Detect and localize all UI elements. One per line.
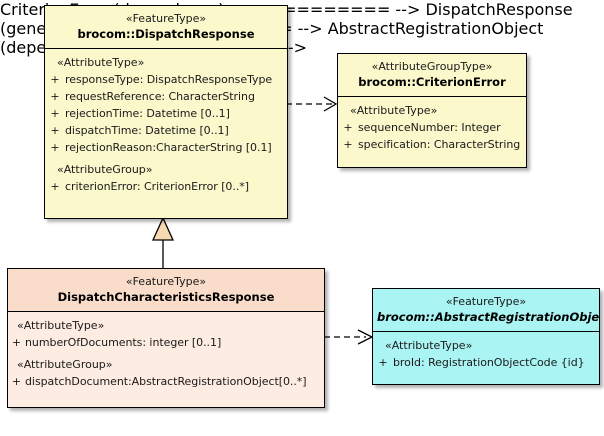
class-header-criterion-error: «AttributeGroupType» brocom::CriterionEr… [338,54,526,97]
class-title: DispatchCharacteristicsResponse [57,290,275,304]
class-header-dispatch-response: «FeatureType» brocom::DispatchResponse [45,6,287,49]
attribute-text: requestReference: CharacterString [65,90,255,103]
class-stereotype: «FeatureType» [125,275,207,288]
compartment-group-label: «AttributeType» [385,339,473,352]
class-title: brocom::AbstractRegistrationObject [377,310,600,324]
class-stereotype: «AttributeGroupType» [371,60,493,73]
attribute-visibility: + [50,124,60,137]
attribute-visibility: + [378,356,388,369]
attribute-visibility: + [343,121,353,134]
class-header-dispatch-characteristics-response: «FeatureType» DispatchCharacteristicsRes… [8,269,324,312]
attribute-visibility: + [50,141,60,154]
class-body-criterion-error: «AttributeType» + sequenceNumber: Intege… [338,97,526,159]
attribute-row: + criterionError: CriterionError [0..*] [45,178,287,195]
class-stereotype: «FeatureType» [125,12,207,25]
attribute-row: + rejectionReason:CharacterString [0.1] [45,139,287,156]
compartment-group-label: «AttributeGroup» [17,358,113,371]
class-body-abstract-registration-object: «AttributeType» + broId: RegistrationObj… [373,332,599,377]
attribute-row: + responseType: DispatchResponseType [45,71,287,88]
generalization-dispatchcharacteristics-to-dispatchresponse [148,216,178,270]
attribute-row: + specification: CharacterString [338,136,526,153]
attribute-text: numberOfDocuments: integer [0..1] [25,336,222,349]
attribute-visibility: + [11,336,22,349]
attribute-text: responseType: DispatchResponseType [65,73,273,86]
attribute-visibility: + [50,180,60,193]
attribute-visibility: + [50,73,60,86]
class-stereotype: «FeatureType» [445,295,527,308]
attribute-text: dispatchDocument:AbstractRegistrationObj… [25,375,307,388]
class-title: brocom::CriterionError [358,75,506,89]
class-box-dispatch-response[interactable]: «FeatureType» brocom::DispatchResponse «… [44,5,288,219]
attribute-row: + numberOfDocuments: integer [0..1] [8,334,324,351]
attribute-text: broId: RegistrationObjectCode {id} [393,356,585,369]
attribute-visibility: + [343,138,353,151]
attribute-text: rejectionReason:CharacterString [0.1] [65,141,272,154]
attribute-text: rejectionTime: Datetime [0..1] [65,107,230,120]
attribute-text: dispatchTime: Datetime [0..1] [65,124,229,137]
compartment-group-label: «AttributeType» [350,104,438,117]
attribute-text: specification: CharacterString [358,138,521,151]
class-header-abstract-registration-object: «FeatureType» brocom::AbstractRegistrati… [373,289,599,332]
class-body-dispatch-characteristics-response: «AttributeType» + numberOfDocuments: int… [8,312,324,396]
attribute-row: + rejectionTime: Datetime [0..1] [45,105,287,122]
class-box-abstract-registration-object[interactable]: «FeatureType» brocom::AbstractRegistrati… [372,288,600,385]
attribute-row: + dispatchTime: Datetime [0..1] [45,122,287,139]
compartment-group-label: «AttributeType» [17,319,105,332]
dependency-dispatchresponse-to-criterionerror [286,96,342,112]
attribute-visibility: + [50,107,60,120]
attribute-row: + broId: RegistrationObjectCode {id} [373,354,599,371]
class-box-criterion-error[interactable]: «AttributeGroupType» brocom::CriterionEr… [337,53,527,168]
compartment-group-label: «AttributeGroup» [57,163,153,176]
attribute-visibility: + [50,90,60,103]
attribute-text: sequenceNumber: Integer [358,121,501,134]
class-box-dispatch-characteristics-response[interactable]: «FeatureType» DispatchCharacteristicsRes… [7,268,325,408]
attribute-row: + requestReference: CharacterString [45,88,287,105]
attribute-row: + dispatchDocument:AbstractRegistrationO… [8,373,324,390]
attribute-row: + sequenceNumber: Integer [338,119,526,136]
attribute-visibility: + [11,375,22,388]
class-title: brocom::DispatchResponse [77,27,255,41]
attribute-text: criterionError: CriterionError [0..*] [65,180,249,193]
compartment-group-label: «AttributeType» [57,56,145,69]
class-body-dispatch-response: «AttributeType» + responseType: Dispatch… [45,49,287,201]
